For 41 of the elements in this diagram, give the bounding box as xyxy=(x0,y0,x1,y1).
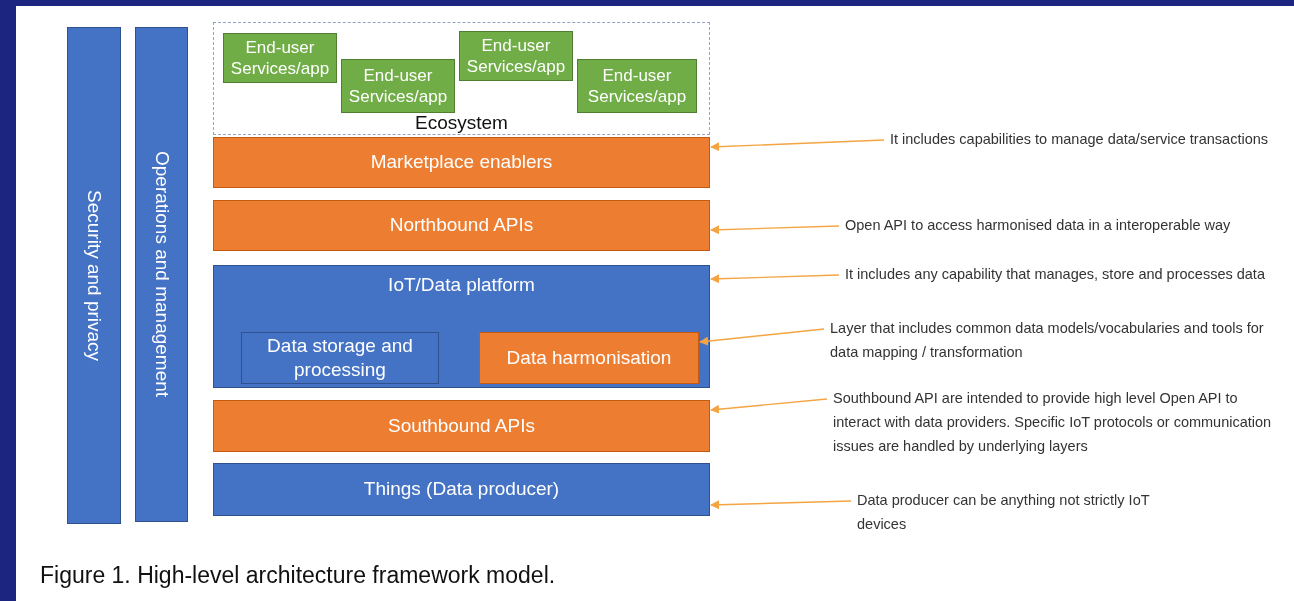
service-box xyxy=(341,59,455,113)
service-box xyxy=(459,31,573,81)
arrow xyxy=(710,398,828,414)
box-label: End-user Services/app xyxy=(586,64,688,108)
annotation-text: It includes capabilities to manage data/service transactions xyxy=(890,130,1269,149)
arrow xyxy=(710,225,840,235)
arrow xyxy=(699,328,825,346)
arrow xyxy=(710,139,885,152)
arrow xyxy=(710,274,840,284)
layer-box xyxy=(213,463,710,516)
box-label: Marketplace enablers xyxy=(370,151,553,174)
box-label: Things (Data producer) xyxy=(363,478,560,501)
box-label: IoT/Data platform xyxy=(387,274,536,297)
box-label: End-user Services/app xyxy=(465,34,567,78)
vertical-bar xyxy=(135,27,188,522)
annotation-text: Data producer can be anything not strictly IoT devices xyxy=(857,491,1151,534)
layer-box xyxy=(479,332,699,384)
arrow xyxy=(710,500,852,510)
box-label: Operations and management xyxy=(150,151,173,398)
annotation-text: Southbound API are intended to provide high level Open API to interact with data providers. Specific IoT protocols or communication issues are handled by underlying layers xyxy=(833,389,1273,456)
annotation-text: Open API to access harmonised data in a interoperable way xyxy=(845,216,1232,235)
box-label: End-user Services/app xyxy=(229,36,331,80)
component-box xyxy=(241,332,439,384)
box-label: Northbound APIs xyxy=(389,214,534,237)
service-box xyxy=(223,33,337,83)
service-box xyxy=(577,59,697,113)
platform-box xyxy=(213,265,710,388)
layer-box xyxy=(213,200,710,251)
box-label: Data harmonisation xyxy=(506,346,672,370)
ecosystem-box xyxy=(213,22,710,135)
layer-box xyxy=(213,137,710,188)
box-label: Data storage and processing xyxy=(266,334,414,382)
layer-box xyxy=(213,400,710,452)
box-label: Southbound APIs xyxy=(388,414,535,438)
vertical-bar xyxy=(67,27,121,524)
box-label: Ecosystem xyxy=(414,112,509,134)
box-label: Security and privacy xyxy=(83,189,106,362)
annotation-text: Layer that includes common data models/vocabularies and tools for data mapping / transformation xyxy=(830,319,1265,362)
box-label: End-user Services/app xyxy=(347,64,449,108)
figure-caption: Figure 1. High-level architecture framework model. xyxy=(40,562,556,589)
annotation-text: It includes any capability that manages, store and processes data xyxy=(845,265,1266,284)
